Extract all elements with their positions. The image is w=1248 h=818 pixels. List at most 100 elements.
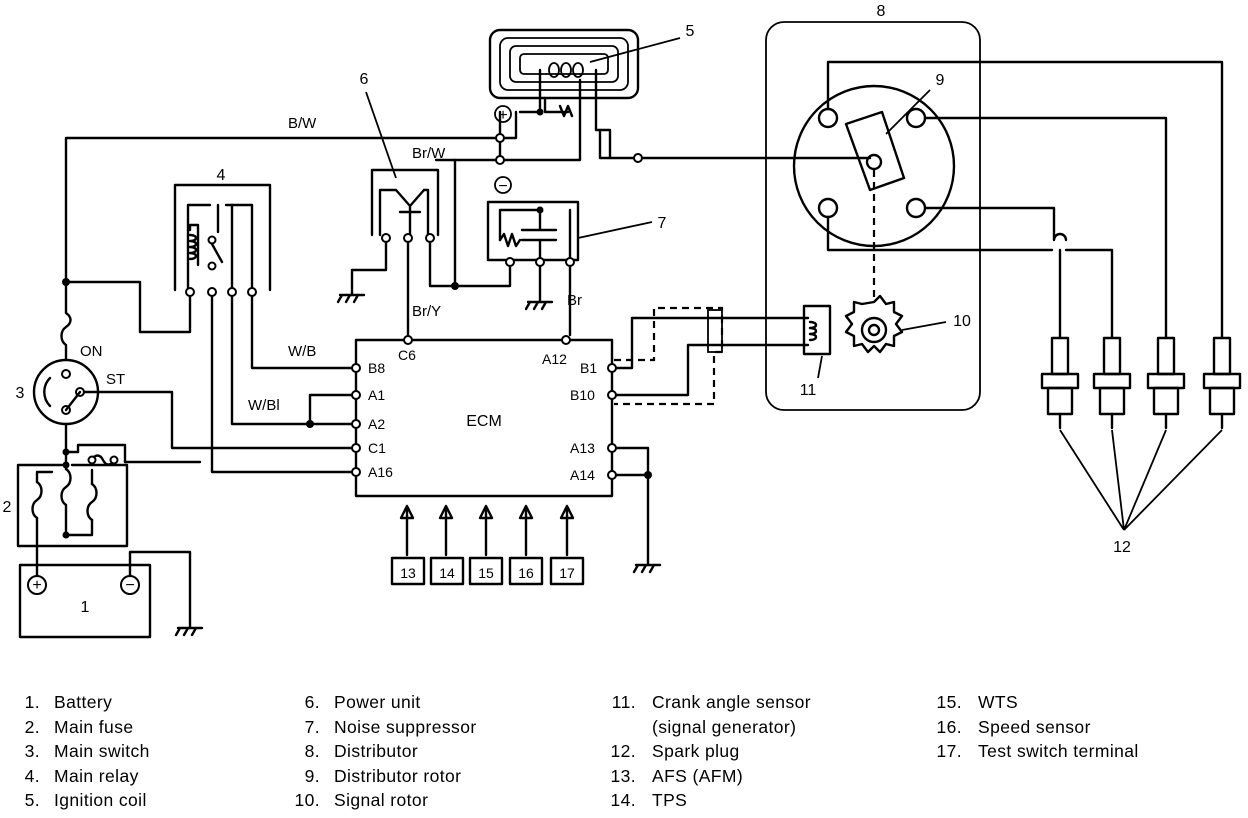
callout-10: 10 xyxy=(953,313,971,330)
legend-number: 10. xyxy=(294,790,320,810)
ecm-title: ECM xyxy=(466,413,502,430)
legend-number: 11. xyxy=(611,692,636,712)
ecm-pin-right: A14 xyxy=(570,467,595,483)
wire-label-wbl: W/Bl xyxy=(248,397,280,414)
legend-item: 7. Noise suppressor xyxy=(284,717,584,742)
legend-column-2: 6.Power unit 7. Noise suppressor 8.Distri… xyxy=(284,692,584,815)
ecm-box: ECM C6 A12 B8 A1 A2 C1 A16 B1 B10 A13 A1… xyxy=(351,335,617,498)
legend-number: 7. xyxy=(304,716,320,737)
legend-number: 5. xyxy=(24,790,40,810)
callout-3: 3 xyxy=(16,385,25,402)
legend-label: Noise suppressor xyxy=(334,716,477,737)
ground-symbol xyxy=(336,293,366,304)
legend-number: 15. xyxy=(936,692,962,712)
spark-plug xyxy=(1146,336,1186,430)
battery-plus-symbol: + xyxy=(32,577,41,594)
battery-minus-symbol: − xyxy=(125,577,134,594)
legend-column-4: 15.WTS 16.Speed sensor 17.Test switch te… xyxy=(926,692,1226,766)
legend-label: Signal rotor xyxy=(334,790,429,810)
legend-label: Distributor xyxy=(334,741,419,761)
callout-6: 6 xyxy=(360,71,369,88)
wire-label-bry: Br/Y xyxy=(412,303,441,320)
distributor: 8 9 xyxy=(765,3,981,411)
ground-symbol xyxy=(632,563,662,574)
legend-label: Power unit xyxy=(334,692,421,712)
power-unit: 6 xyxy=(360,71,440,243)
callout-1: 1 xyxy=(81,599,90,616)
legend-number: 13. xyxy=(610,765,636,786)
legend-number: 17. xyxy=(936,741,962,761)
legend-item: 15. WTS xyxy=(926,692,1226,717)
signal-rotor: 10 xyxy=(844,294,971,354)
crank-angle-sensor: 11 xyxy=(800,304,832,399)
noise-suppressor: 7 xyxy=(486,200,667,267)
legend-item: 4.Main relay xyxy=(18,766,258,791)
legend-number: 12. xyxy=(610,741,636,761)
legend-label: Ignition coil xyxy=(54,790,147,810)
callout-8: 8 xyxy=(877,3,886,20)
legend-label: (signal generator) xyxy=(652,716,797,737)
legend-number: 9. xyxy=(304,765,320,786)
ecm-pin-left: A16 xyxy=(368,464,393,480)
legend-number: 4. xyxy=(24,765,40,786)
main-relay: 4 xyxy=(173,167,272,297)
callout-11: 11 xyxy=(800,382,817,399)
legend-item: 8.Distributor xyxy=(284,741,584,766)
wire-label-bw: B/W xyxy=(288,115,317,132)
legend-label: Main switch xyxy=(54,741,150,761)
callout-5: 5 xyxy=(686,23,695,40)
ecm-pin-left: A1 xyxy=(368,387,385,403)
legend-label: Speed sensor xyxy=(978,716,1091,737)
legend-number: 14. xyxy=(610,790,636,810)
ecm-pin-left: A2 xyxy=(368,416,385,432)
legend-label: AFS (AFM) xyxy=(652,765,744,786)
callout-9: 9 xyxy=(936,72,945,89)
legend-column-3: 11. Crank angle sensor (signal generator)… xyxy=(600,692,900,815)
switch-st-label: ST xyxy=(106,371,125,388)
legend-item: 1.Battery xyxy=(18,692,258,717)
legend-item: 9. Distributor rotor xyxy=(284,766,584,791)
ecm-pin-left: B8 xyxy=(368,360,385,376)
ecm-pin-left: C1 xyxy=(368,440,386,456)
legend-label: Spark plug xyxy=(652,741,740,761)
legend-label: Distributor rotor xyxy=(334,765,462,786)
spark-plug xyxy=(1202,336,1242,430)
main-fuse: 2 xyxy=(3,443,129,548)
spark-plugs: 12 xyxy=(1040,336,1242,556)
sensor-box-17: 17 xyxy=(559,565,575,581)
legend-item: 3. Main switch xyxy=(18,741,258,766)
sensor-box-16: 16 xyxy=(518,565,534,581)
ignition-wiring-diagram: + − 1 2 3 ON ST xyxy=(3,3,1242,639)
switch-on-label: ON xyxy=(80,343,103,360)
legend-number: 2. xyxy=(24,716,40,737)
legend-number: 1. xyxy=(24,692,40,712)
ecm-pin-right: A13 xyxy=(570,440,595,456)
sensor-box-13: 13 xyxy=(400,565,416,581)
callout-4: 4 xyxy=(217,167,226,184)
legend-number: 16. xyxy=(936,716,962,737)
callout-12: 12 xyxy=(1113,539,1131,556)
sensor-box-15: 15 xyxy=(478,565,494,581)
legend-item: 14.TPS xyxy=(600,790,900,815)
sensor-box-14: 14 xyxy=(439,565,455,581)
legend-item: 16. Speed sensor xyxy=(926,717,1226,742)
battery: + − 1 xyxy=(18,563,152,639)
legend-item: 6.Power unit xyxy=(284,692,584,717)
legend-item: 5. Ignition coil xyxy=(18,790,258,815)
legend-item: 12. Spark plug xyxy=(600,741,900,766)
wire-label-wb: W/B xyxy=(288,343,316,360)
ground-symbol xyxy=(524,300,554,311)
legend-label: Crank angle sensor xyxy=(652,692,811,712)
spark-plug xyxy=(1092,336,1132,430)
legend-item: 2.Main fuse xyxy=(18,717,258,742)
legend-number: 3. xyxy=(24,741,40,761)
legend-item: 10. Signal rotor xyxy=(284,790,584,815)
main-switch: 3 ON ST xyxy=(16,343,125,426)
wire-label-br: Br xyxy=(567,292,582,309)
ignition-coil: 5 xyxy=(488,23,695,162)
coil-minus-symbol: − xyxy=(498,178,507,195)
legend-label: WTS xyxy=(978,692,1019,712)
ecm-pin-right: B1 xyxy=(580,360,597,376)
legend-column-1: 1.Battery 2.Main fuse 3. Main switch 4.Ma… xyxy=(18,692,258,815)
wire-label-brw: Br/W xyxy=(412,145,446,162)
